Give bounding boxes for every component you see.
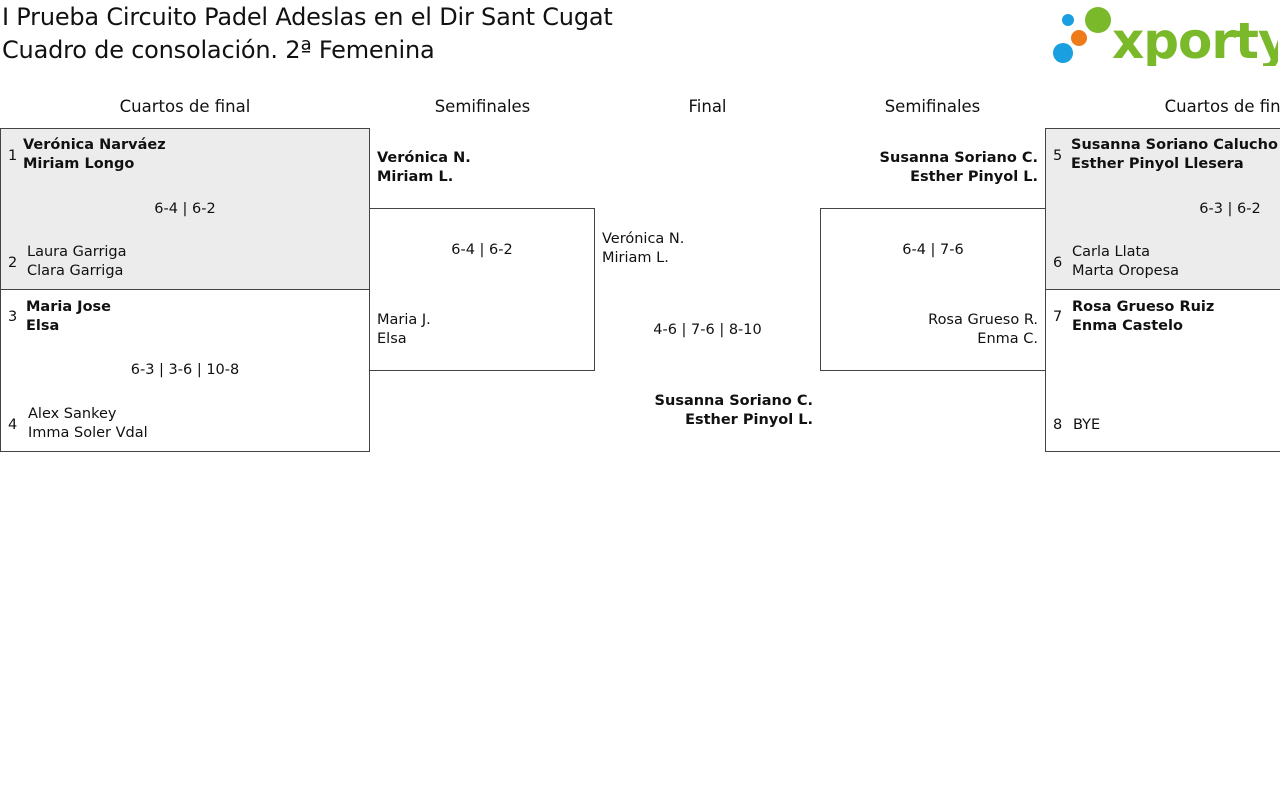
seed-number: 4	[8, 417, 18, 433]
player-name: Miriam Longo	[23, 156, 135, 172]
player-name: Esther Pinyol Llesera	[1071, 156, 1244, 172]
champion-player-2: Esther Pinyol L.	[685, 412, 813, 428]
player-name: Alex Sankey	[28, 406, 117, 422]
logo-text: xporty	[1112, 12, 1278, 66]
player-name: BYE	[1073, 417, 1101, 433]
xporty-logo-mark: xporty	[1053, 7, 1280, 70]
seed-number: 1	[8, 148, 18, 164]
player-name: Enma C.	[977, 331, 1038, 347]
player-name: Verónica Narváez	[23, 137, 166, 153]
player-name: Marta Oropesa	[1072, 263, 1180, 279]
round-header-left-quarters: Cuartos de final	[119, 97, 251, 116]
seed-number: 5	[1053, 148, 1063, 164]
right-sf-team-a-player-1: Susanna Soriano C.	[879, 150, 1038, 166]
player-name: Maria Jose	[26, 299, 111, 315]
match-score: 6-4 | 7-6	[902, 242, 964, 258]
champion-player-1: Susanna Soriano C.	[654, 393, 813, 409]
logo-dot-orange	[1071, 30, 1087, 46]
match-score: 6-3 | 3-6 | 10-8	[130, 362, 240, 378]
player-name: Laura Garriga	[27, 244, 127, 260]
match-score: 6-4 | 6-2	[451, 242, 513, 258]
final-team-a-player-1: Verónica N.	[602, 231, 685, 247]
player-name: Maria J.	[377, 312, 431, 328]
right-qf-match-2[interactable]: 7 Rosa Grueso Ruiz Enma Castelo 8 BYE	[1045, 289, 1280, 452]
seed-number: 6	[1053, 255, 1063, 271]
page-title: I Prueba Circuito Padel Adeslas en el Di…	[2, 3, 613, 31]
right-sf-match[interactable]: 6-4 | 7-6 Rosa Grueso R. Enma C.	[820, 208, 1046, 371]
player-name: Carla Llata	[1072, 244, 1151, 260]
left-sf-team-a-player-2: Miriam L.	[377, 169, 454, 185]
logo-dot-blue-small	[1062, 14, 1074, 26]
seed-number: 8	[1053, 417, 1063, 433]
player-name: Enma Castelo	[1072, 318, 1183, 334]
player-name: Susanna Soriano Calucho	[1071, 137, 1278, 153]
round-header-final: Final	[688, 97, 727, 116]
left-qf-match-2[interactable]: 3 Maria Jose Elsa 6-3 | 3-6 | 10-8 4 Ale…	[0, 289, 370, 452]
logo-dot-blue	[1053, 43, 1073, 63]
logo-dot-green	[1085, 7, 1111, 33]
player-name: Clara Garriga	[27, 263, 124, 279]
left-sf-match[interactable]: 6-4 | 6-2 Maria J. Elsa	[369, 208, 595, 371]
player-name: Elsa	[377, 331, 407, 347]
seed-number: 7	[1053, 309, 1063, 325]
left-qf-match-1[interactable]: 1 Verónica Narváez Miriam Longo 6-4 | 6-…	[0, 128, 370, 290]
right-qf-match-1[interactable]: 5 Susanna Soriano Calucho Esther Pinyol …	[1045, 128, 1280, 290]
seed-number: 3	[8, 309, 18, 325]
match-score: 6-3 | 6-2	[1199, 201, 1261, 217]
player-name: Elsa	[26, 318, 60, 334]
player-name: Rosa Grueso Ruiz	[1072, 299, 1215, 315]
seed-number: 2	[8, 255, 18, 271]
player-name: Imma Soler Vdal	[28, 425, 148, 441]
final-team-a-player-2: Miriam L.	[602, 250, 669, 266]
player-name: Rosa Grueso R.	[928, 312, 1038, 328]
page-subtitle: Cuadro de consolación. 2ª Femenina	[2, 36, 435, 64]
round-header-right-semis: Semifinales	[884, 97, 981, 116]
right-sf-team-a-player-2: Esther Pinyol L.	[910, 169, 1038, 185]
match-score: 6-4 | 6-2	[154, 201, 216, 217]
xporty-logo[interactable]: xporty	[1050, 2, 1280, 70]
round-header-left-semis: Semifinales	[434, 97, 531, 116]
left-sf-team-a-player-1: Verónica N.	[377, 150, 471, 166]
final-score: 4-6 | 7-6 | 8-10	[653, 322, 762, 338]
round-header-right-quarters: Cuartos de final	[1164, 97, 1280, 116]
